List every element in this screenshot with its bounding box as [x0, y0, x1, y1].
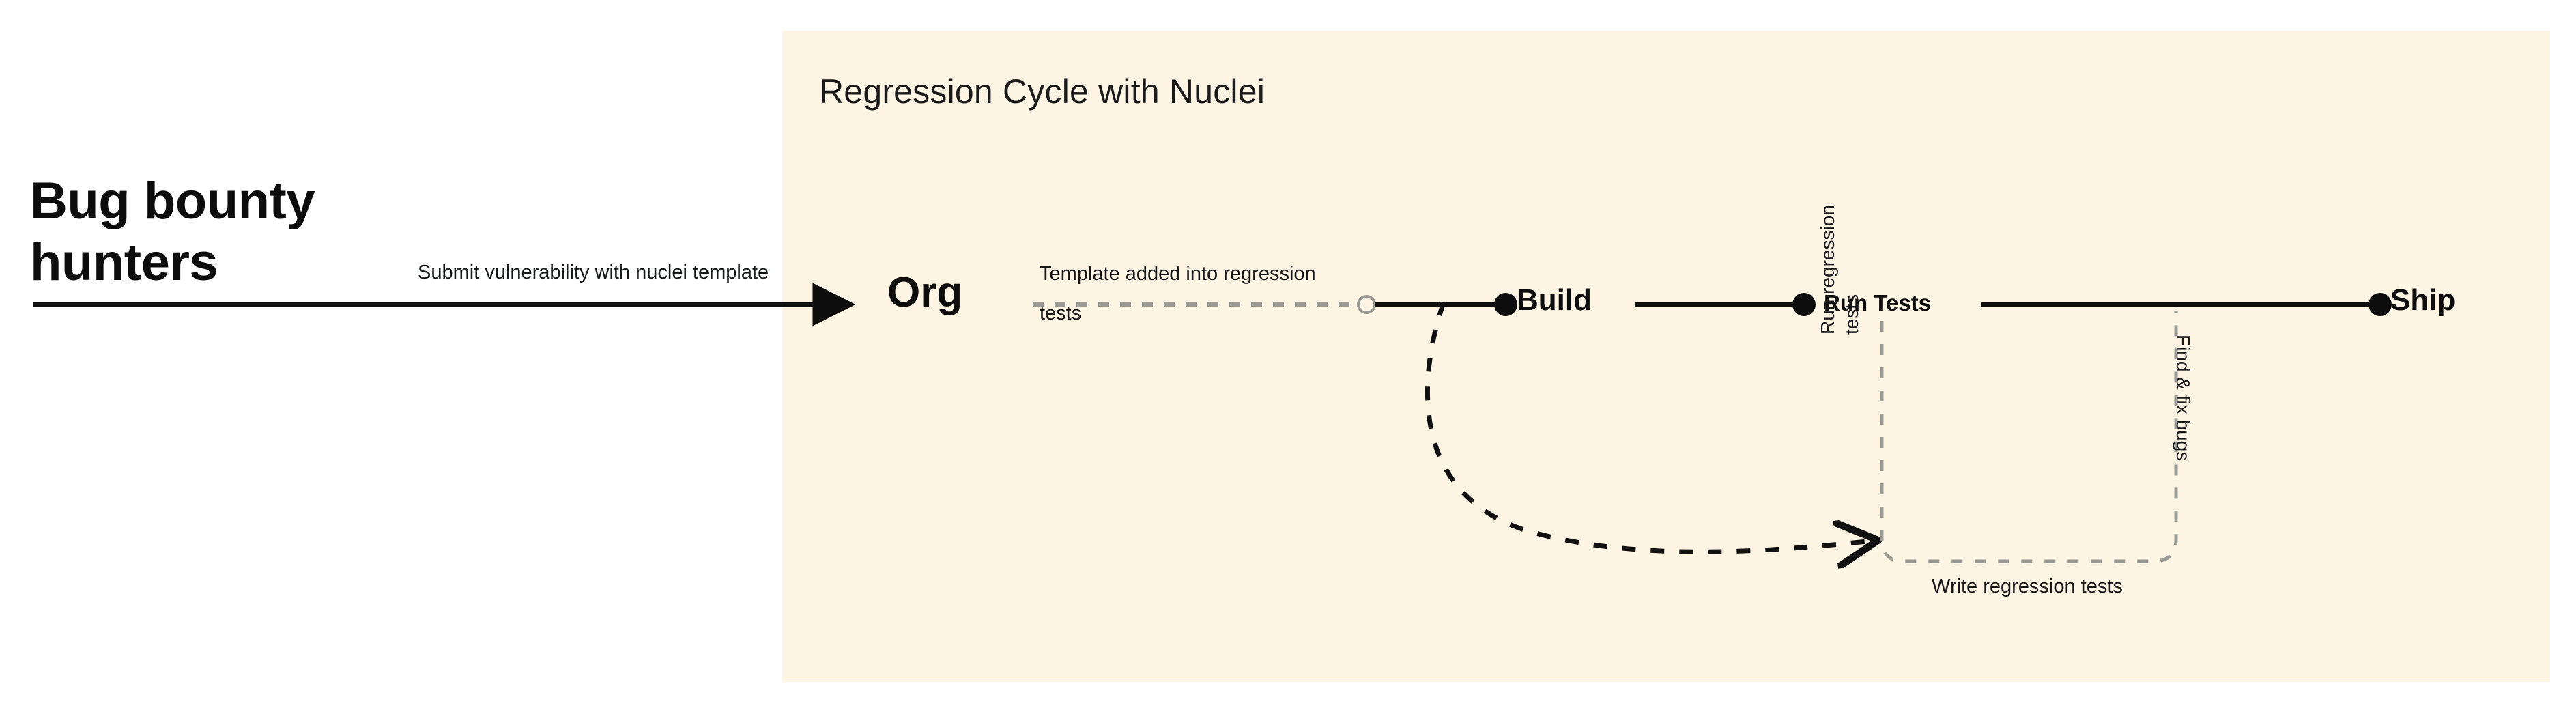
regression-cycle-panel: [782, 31, 2550, 682]
panel-title: Regression Cycle with Nuclei: [819, 72, 1265, 111]
edge-label-template-added: Template added into regression tests: [1040, 263, 1316, 324]
bracket-label-write-regression-tests: Write regression tests: [1932, 576, 2123, 597]
edge-label-submit-vulnerability: Submit vulnerability with nuclei templat…: [418, 261, 769, 283]
edge-label-run-regression-tests: Run regression tests: [1817, 205, 1862, 335]
node-label-org[interactable]: Org: [887, 269, 963, 316]
node-label-ship[interactable]: Ship: [2390, 283, 2456, 317]
actor-bug-bounty-hunters: Bug bounty hunters: [30, 172, 315, 292]
node-label-build[interactable]: Build: [1517, 283, 1592, 317]
node-label-run-tests[interactable]: Run Tests: [1824, 290, 1932, 315]
edge-label-find-and-fix-bugs: Find & fix bugs: [2173, 335, 2194, 462]
